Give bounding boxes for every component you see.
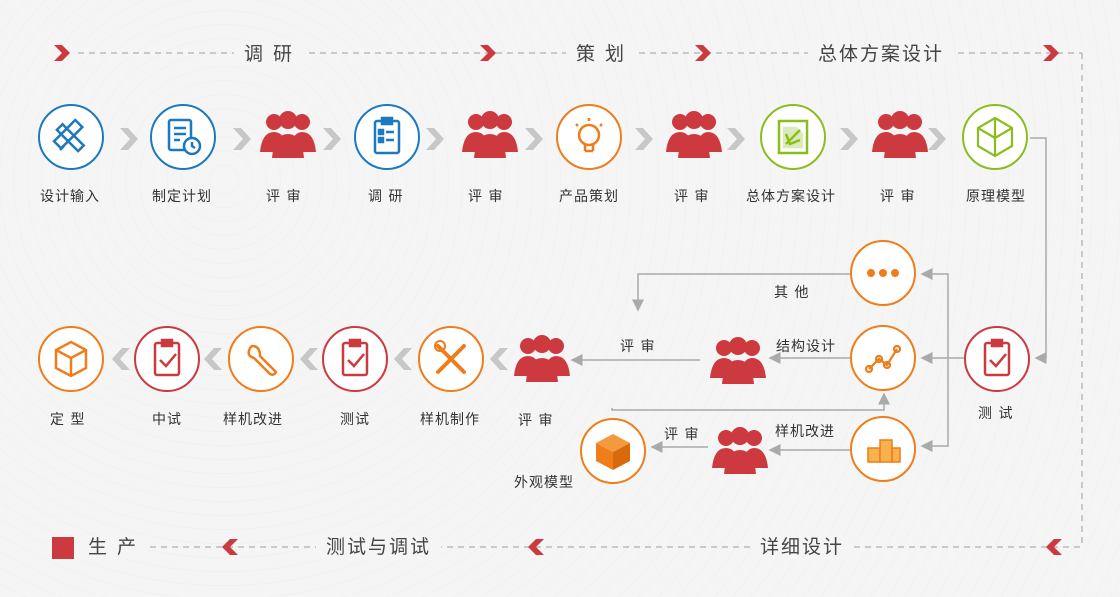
pilot-test-node <box>134 326 200 392</box>
top-chevrons <box>54 45 1059 61</box>
test-main-label: 测 试 <box>978 406 1014 422</box>
bottom-chevrons <box>222 539 1062 555</box>
phase-test-debug: 测试与调试 <box>316 535 442 559</box>
pilot-test-label: 中试 <box>152 412 182 428</box>
phase-production: 生 产 <box>78 535 149 559</box>
other-label: 其 他 <box>774 285 810 301</box>
branch-prototype-improve-label: 样机改进 <box>775 424 835 440</box>
phase-overall-design: 总体方案设计 <box>808 42 955 66</box>
other-node <box>850 240 916 306</box>
lightbulb-icon <box>575 118 603 153</box>
clipboard-list-icon <box>373 116 401 155</box>
more-dots-icon <box>867 269 899 277</box>
row2-chevrons <box>112 348 508 370</box>
make-plan-node <box>150 104 216 170</box>
review-people-icon-3 <box>664 108 724 160</box>
test-node <box>322 326 388 392</box>
appearance-review-label: 评 审 <box>664 427 700 443</box>
make-plan-label: 制定计划 <box>152 189 212 205</box>
appearance-model-node <box>580 418 646 484</box>
structure-design-label: 结构设计 <box>776 339 836 355</box>
prototype-improve-node <box>228 326 294 392</box>
clipboard-check-icon <box>153 338 181 377</box>
research-label: 调 研 <box>368 189 404 205</box>
finalize-node <box>38 326 104 392</box>
principle-model-node <box>962 104 1028 170</box>
blocks-icon <box>867 439 901 463</box>
review-label-main: 评 审 <box>518 413 554 429</box>
review-label-2: 评 审 <box>468 189 504 205</box>
prototype-improve-label: 样机改进 <box>223 412 283 428</box>
structure-design-node <box>850 325 916 391</box>
prototype-make-label: 样机制作 <box>420 412 480 428</box>
clipboard-check-icon <box>983 338 1011 377</box>
edit-sheet-icon <box>777 119 809 155</box>
overall-plan-design-node <box>760 104 826 170</box>
review-label-4: 评 审 <box>880 189 916 205</box>
appearance-review-people-icon <box>710 424 770 476</box>
review-label-1: 评 审 <box>266 189 302 205</box>
review-people-icon-2 <box>460 108 520 160</box>
finalize-label: 定 型 <box>50 412 86 428</box>
row1-chevrons <box>120 128 946 150</box>
appearance-model-label: 外观模型 <box>514 475 574 491</box>
product-planning-node <box>556 104 622 170</box>
tools-icon <box>434 340 466 374</box>
research-node <box>354 104 420 170</box>
prototype-make-node <box>418 326 484 392</box>
production-marker <box>52 537 74 559</box>
wrench-icon <box>247 344 278 376</box>
plan-clock-icon <box>167 118 202 156</box>
structure-review-people-icon <box>708 334 768 386</box>
box-icon <box>54 340 88 378</box>
review-label-3: 评 审 <box>674 189 710 205</box>
other-review-label: 评 审 <box>620 339 656 355</box>
review-people-icon-4 <box>870 108 930 160</box>
line-graph-icon <box>864 344 902 374</box>
design-input-label: 设计输入 <box>40 189 100 205</box>
product-planning-label: 产品策划 <box>559 189 619 205</box>
test-main-node <box>964 326 1030 392</box>
clipboard-check-icon <box>341 338 369 377</box>
design-input-node <box>38 104 104 170</box>
polyhedron-icon <box>976 116 1014 158</box>
overall-plan-design-label: 总体方案设计 <box>746 189 836 205</box>
review-people-icon-1 <box>258 108 318 160</box>
phase-research: 调 研 <box>234 42 305 66</box>
phase-planning: 策 划 <box>566 42 637 66</box>
ruler-pencil-icon <box>52 118 86 153</box>
review-people-icon-main <box>512 332 572 384</box>
principle-model-label: 原理模型 <box>966 189 1026 205</box>
test-label: 测试 <box>340 412 370 428</box>
cube-icon <box>596 434 630 470</box>
phase-detail-design: 详细设计 <box>750 535 855 559</box>
prototype-improve-branch-node <box>850 416 916 482</box>
